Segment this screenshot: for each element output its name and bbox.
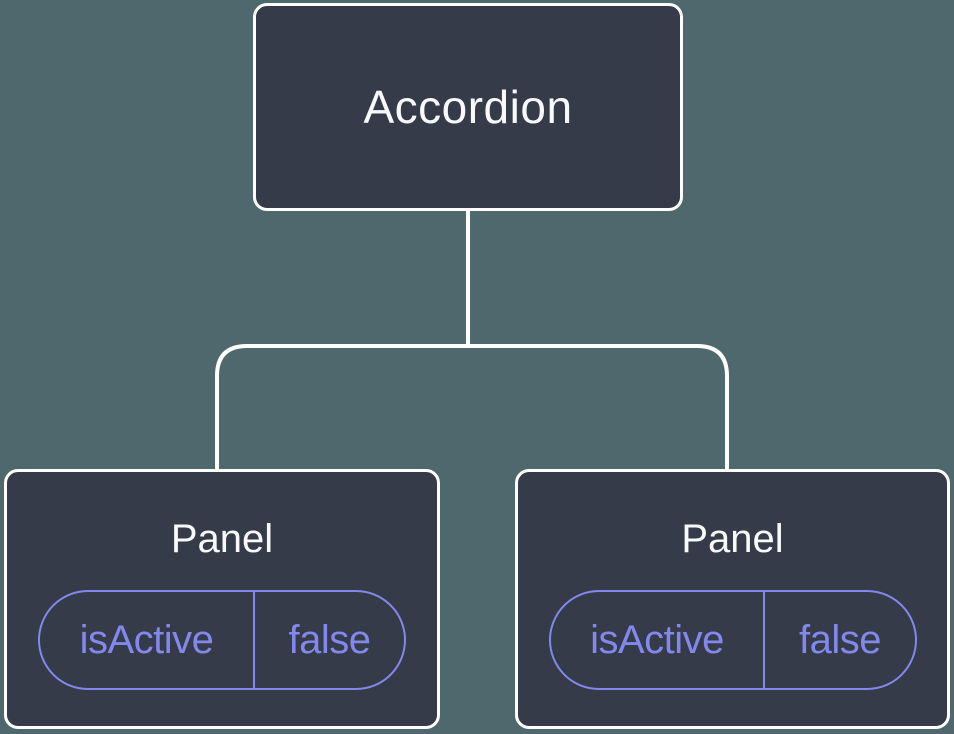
panel-node-right: Panel isActive false	[515, 469, 950, 729]
state-pill: isActive false	[548, 590, 917, 690]
panel-node-label: Panel	[681, 517, 784, 561]
state-key: isActive	[40, 592, 255, 688]
accordion-node-label: Accordion	[363, 81, 573, 133]
state-pill: isActive false	[38, 590, 406, 690]
state-key: isActive	[551, 592, 766, 688]
panel-node-label: Panel	[170, 517, 274, 561]
state-value: false	[798, 617, 882, 662]
panel-node-left: Panel isActive false	[4, 469, 440, 729]
connector-branch	[215, 344, 729, 472]
state-value: false	[288, 617, 371, 662]
accordion-node: Accordion	[253, 3, 683, 211]
